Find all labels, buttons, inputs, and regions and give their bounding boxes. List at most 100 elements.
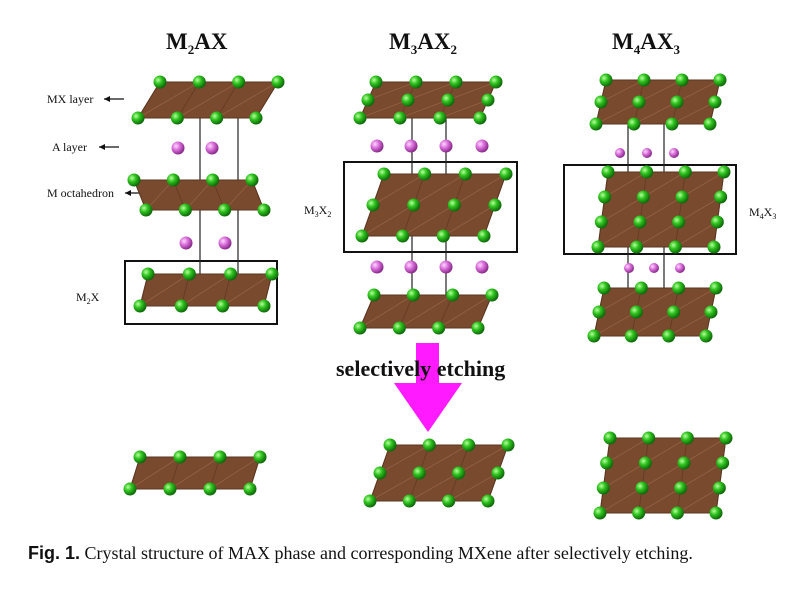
octahedron-edge xyxy=(643,171,686,198)
m-atom xyxy=(462,438,476,452)
octahedron-slab xyxy=(369,444,509,502)
m4x3-box xyxy=(563,164,737,255)
m-atom xyxy=(598,190,612,204)
m3ax2-a-layer-1 xyxy=(370,139,489,153)
m-atom xyxy=(637,73,651,87)
m-atom xyxy=(670,506,684,520)
m-atom xyxy=(406,288,420,302)
octahedron-edge xyxy=(419,444,469,474)
octahedron-edge xyxy=(638,79,683,103)
octahedron-slab xyxy=(595,79,721,125)
a-atom xyxy=(475,139,489,153)
m-atom xyxy=(589,117,603,131)
m-atom xyxy=(594,95,608,109)
m-atom xyxy=(672,215,686,229)
m4ax3-layer-1 xyxy=(589,73,727,131)
m3ax2-layer-1 xyxy=(353,75,503,125)
m-atom xyxy=(232,75,246,89)
m-atom xyxy=(680,431,694,445)
a-atom xyxy=(171,141,185,155)
m-atom xyxy=(488,198,502,212)
m2ax-a-layer-2 xyxy=(179,236,232,250)
octahedron-edge xyxy=(600,79,645,103)
svg-text:A layer: A layer xyxy=(52,140,87,154)
m-atom xyxy=(123,482,137,496)
m-atom xyxy=(182,267,196,281)
m-atom xyxy=(178,203,192,217)
m-atom xyxy=(412,466,426,480)
octahedron-edge xyxy=(595,101,640,125)
octahedron-edge xyxy=(438,294,493,329)
octahedron-edge xyxy=(379,444,430,474)
a-atom xyxy=(439,139,453,153)
m-atom xyxy=(213,450,227,464)
m-atom xyxy=(131,111,145,125)
m-atom xyxy=(452,466,466,480)
octahedron-edge xyxy=(606,437,649,464)
m-atom xyxy=(667,305,681,319)
structure-layers xyxy=(123,73,733,520)
m-atom xyxy=(402,494,416,508)
octahedron-edge xyxy=(447,81,497,101)
m-atom xyxy=(353,321,367,335)
m-atom xyxy=(192,75,206,89)
octahedron-edge xyxy=(372,173,425,206)
octahedron-edge xyxy=(224,179,253,211)
a-atom xyxy=(404,260,418,274)
octahedron-edge xyxy=(599,487,643,514)
octahedron-edge xyxy=(639,196,683,223)
octahedron-slab xyxy=(359,81,497,119)
octahedron-edge xyxy=(458,444,509,474)
label-mx-layer: MX layer xyxy=(47,92,124,106)
etching-label: selectively etching xyxy=(336,356,505,381)
octahedron-edge xyxy=(177,81,239,119)
m-atom xyxy=(206,173,220,187)
m4ax3-layer-2 xyxy=(591,165,731,254)
octahedron-edge xyxy=(604,171,647,198)
a-atom xyxy=(675,263,685,273)
m-atom xyxy=(442,494,456,508)
title-m4ax3: M4AX3 xyxy=(612,29,680,57)
m-atom xyxy=(141,267,155,281)
octahedron-edge xyxy=(636,287,679,313)
m-atom xyxy=(173,450,187,464)
m-atom xyxy=(224,267,238,281)
m-atom xyxy=(170,111,184,125)
m-atom xyxy=(708,95,722,109)
m-atom xyxy=(133,299,147,313)
m-atom xyxy=(675,190,689,204)
m4x3-mxene xyxy=(593,431,733,520)
title-m3ax2: M3AX2 xyxy=(389,29,457,57)
m-atom xyxy=(603,431,617,445)
m2ax-layer-3 xyxy=(133,267,279,313)
octahedron-edge xyxy=(681,171,725,198)
m-atom xyxy=(703,117,717,131)
m-atom xyxy=(709,281,723,295)
octahedron-edge xyxy=(636,221,679,248)
etching-arrow xyxy=(394,343,462,432)
a-atom xyxy=(205,141,219,155)
octahedron-edge xyxy=(668,311,712,337)
m-atom xyxy=(210,111,224,125)
m-atom xyxy=(600,456,614,470)
octahedron-edge xyxy=(409,472,459,502)
octahedron-edge xyxy=(603,462,646,489)
octahedron-edge xyxy=(176,81,200,119)
m3x2-mxene xyxy=(363,438,515,508)
octahedron-edge xyxy=(678,196,721,223)
m-atom xyxy=(174,299,188,313)
m3ax2-layer-3 xyxy=(353,288,499,335)
m-atom xyxy=(592,305,606,319)
octahedron-edge xyxy=(631,311,674,337)
octahedron-edge xyxy=(359,99,409,119)
m-atom xyxy=(491,466,505,480)
octahedron-slab xyxy=(593,287,717,337)
octahedron-edge xyxy=(407,81,457,101)
m-atom xyxy=(668,240,682,254)
m2ax-layer-1 xyxy=(131,75,285,125)
octahedron-edge xyxy=(454,173,507,206)
title-m2ax: M2AX xyxy=(166,29,228,57)
octahedron-edge xyxy=(129,456,181,490)
octahedron-edge xyxy=(369,472,420,502)
